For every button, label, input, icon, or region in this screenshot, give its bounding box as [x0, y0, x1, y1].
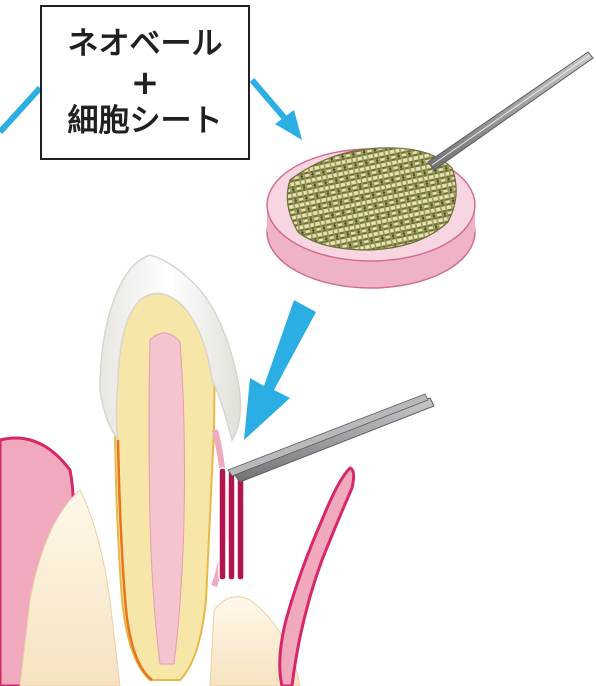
right-arrow [252, 80, 302, 140]
left-arrow [0, 88, 40, 132]
transfer-arrow [244, 300, 316, 440]
label-line-2: 細胞シート [68, 102, 223, 141]
label-plus: + [131, 66, 160, 100]
forceps-upper [428, 52, 593, 170]
label-line-1: ネオベール [68, 25, 223, 64]
gum-flap [280, 468, 354, 686]
cell-sheets [219, 468, 244, 580]
material-label-box: ネオベール + 細胞シート [40, 5, 250, 160]
